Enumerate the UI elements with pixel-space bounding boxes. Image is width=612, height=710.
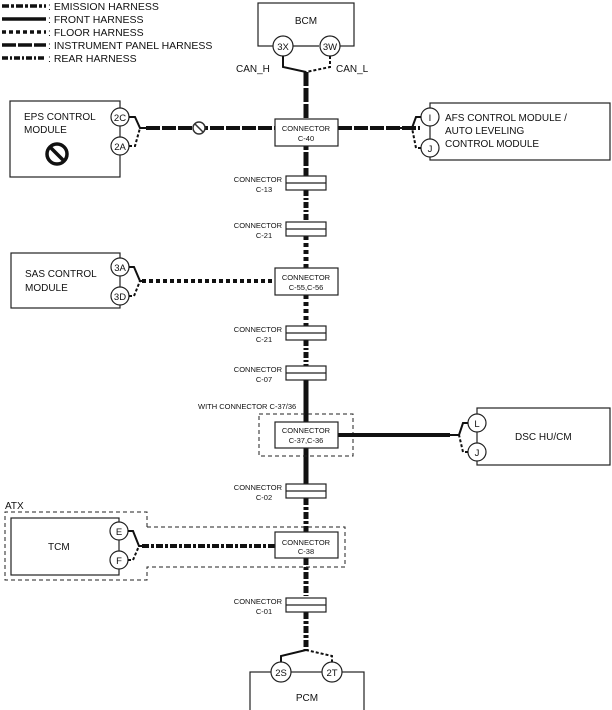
pin-label: 3X — [277, 42, 289, 53]
connector-c13: CONNECTOR C-13 — [234, 175, 327, 194]
connector-label: CONNECTOR — [282, 426, 331, 435]
legend-floor: : FLOOR HARNESS — [2, 27, 144, 39]
connector-c21-upper: CONNECTOR C-21 — [234, 221, 327, 240]
connector-id: C-40 — [298, 134, 314, 143]
connector-label: CONNECTOR — [234, 325, 283, 334]
legend-emission: : EMISSION HARNESS — [2, 1, 159, 13]
eps-label-line1: EPS CONTROL — [24, 112, 96, 123]
afs-box — [429, 102, 611, 161]
sas-module: SAS CONTROL MODULE 3A 3D — [10, 252, 146, 309]
connector-id: C-55,C-56 — [289, 283, 324, 292]
legend-rear: : REAR HARNESS — [2, 53, 137, 65]
pin-label: F — [116, 556, 122, 567]
legend-label: : REAR HARNESS — [48, 53, 137, 65]
afs-module: I J AFS CONTROL MODULE / AUTO LEVELING C… — [400, 102, 611, 161]
can-l-label: CAN_L — [336, 64, 369, 75]
legend-label: : FRONT HARNESS — [48, 14, 143, 26]
connector-c21-lower: CONNECTOR C-21 — [234, 325, 327, 344]
prohibited-on-harness — [192, 121, 206, 135]
can-l-wire — [305, 56, 331, 73]
connector-label: CONNECTOR — [234, 483, 283, 492]
connector-box — [274, 421, 339, 449]
legend-label: : FLOOR HARNESS — [48, 27, 144, 39]
legend-front: : FRONT HARNESS — [2, 14, 143, 26]
connector-box — [274, 267, 339, 296]
connector-id: C-02 — [256, 493, 272, 502]
legend: : EMISSION HARNESS : FRONT HARNESS : FLO… — [2, 1, 212, 65]
pin-label: 3D — [114, 292, 126, 303]
dsc-label: DSC HU/CM — [515, 432, 572, 443]
pcm-module: 2S 2T PCM — [249, 649, 365, 710]
connector-id: C-21 — [256, 231, 272, 240]
legend-instrument: : INSTRUMENT PANEL HARNESS — [2, 40, 212, 52]
pin-label: J — [475, 448, 480, 459]
sas-label-line2: MODULE — [25, 283, 68, 294]
pin-label: 2A — [114, 142, 126, 153]
connector-c07: CONNECTOR C-07 — [234, 365, 327, 384]
pin-label: 2T — [326, 668, 337, 679]
can-h-label: CAN_H — [236, 64, 270, 75]
connector-c02: CONNECTOR C-02 — [234, 483, 327, 502]
pin-label: 2C — [114, 113, 126, 124]
pin-2s — [270, 661, 292, 683]
pin-label: J — [428, 144, 433, 155]
connector-label: CONNECTOR — [234, 221, 283, 230]
can-h-wire — [282, 56, 307, 73]
atx-label: ATX — [5, 501, 24, 512]
connector-c38: CONNECTOR C-38 — [142, 531, 339, 559]
eps-module: EPS CONTROL MODULE 2C 2A — [9, 100, 146, 178]
dsc-box — [476, 407, 611, 466]
connector-label: CONNECTOR — [282, 273, 331, 282]
pin-label: 2S — [275, 668, 287, 679]
connector-label: CONNECTOR — [234, 365, 283, 374]
bcm-module: BCM 3X 3W CAN_H CAN_L — [236, 2, 369, 75]
pcm-label: PCM — [296, 693, 318, 704]
pin-2t — [321, 661, 343, 683]
afs-label-line1: AFS CONTROL MODULE / — [445, 113, 567, 124]
connector-label: CONNECTOR — [282, 124, 331, 133]
pin-label: I — [429, 113, 432, 124]
connector-c40: CONNECTOR C-40 — [146, 118, 420, 147]
connector-id: C-21 — [256, 335, 272, 344]
connector-c01: CONNECTOR C-01 — [234, 597, 327, 616]
eps-label-line2: MODULE — [24, 125, 67, 136]
sas-box — [10, 252, 121, 309]
connector-c55-c56: CONNECTOR C-55,C-56 — [142, 267, 339, 296]
bcm-label: BCM — [295, 16, 317, 27]
tcm-label: TCM — [48, 542, 70, 553]
pin-label: L — [474, 419, 479, 430]
connector-label: CONNECTOR — [282, 538, 331, 547]
legend-label: : EMISSION HARNESS — [48, 1, 159, 13]
pin-label: E — [116, 527, 122, 538]
eps-box — [9, 100, 121, 178]
tcm-module: TCM E F — [10, 517, 146, 576]
connector-id: C-01 — [256, 607, 272, 616]
pin-label: 3W — [323, 42, 337, 53]
connector-id: C-07 — [256, 375, 272, 384]
sas-label-line1: SAS CONTROL — [25, 269, 97, 280]
atx-group: ATX — [4, 501, 346, 581]
connector-id: C-13 — [256, 185, 272, 194]
connector-label: CONNECTOR — [234, 175, 283, 184]
afs-label-line3: CONTROL MODULE — [445, 139, 539, 150]
connector-id: C-38 — [298, 547, 314, 556]
legend-label: : INSTRUMENT PANEL HARNESS — [48, 40, 212, 52]
connector-label: CONNECTOR — [234, 597, 283, 606]
connector-box — [274, 531, 339, 559]
pin-label: 3A — [114, 263, 126, 274]
connector-box — [274, 118, 339, 147]
pcm-box — [249, 671, 365, 710]
afs-label-line2: AUTO LEVELING — [445, 126, 525, 137]
tcm-box — [10, 517, 120, 576]
prohibited-icon — [45, 142, 69, 166]
atx-group-outline — [4, 511, 346, 581]
optional-group-label: WITH CONNECTOR C-37/36 — [198, 402, 296, 411]
connector-id: C-37,C-36 — [289, 436, 324, 445]
connector-c37-c36: WITH CONNECTOR C-37/36 CONNECTOR C-37,C-… — [198, 402, 450, 457]
dsc-module: L J DSC HU/CM — [450, 407, 611, 466]
